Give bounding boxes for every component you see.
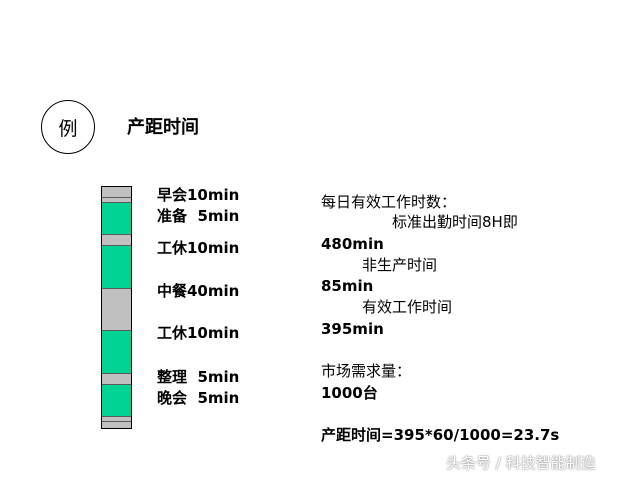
timeline-bar xyxy=(101,186,132,429)
timeline-segment-gray xyxy=(102,235,131,246)
timeline-segment-gray xyxy=(102,416,131,423)
timeline-segment-gray xyxy=(102,374,131,385)
page-title: 产距时间 xyxy=(127,117,199,138)
watermark: 头条号 / 科技智能制造 xyxy=(446,454,596,472)
calc-value-480: 480min xyxy=(321,235,384,253)
label-cleanup: 整理 5min xyxy=(157,368,240,386)
label-break-2: 工休10min xyxy=(157,324,240,342)
timeline-segment-gray xyxy=(102,187,131,198)
calc-heading-market-demand: 市场需求量： xyxy=(321,362,412,380)
calc-standard-attendance: 标准出勤时间8H即 xyxy=(392,213,518,231)
label-morning-meeting: 早会10min xyxy=(157,186,240,204)
example-circle: 例 xyxy=(41,100,95,154)
calc-value-395: 395min xyxy=(321,320,384,338)
timeline-segment-gray xyxy=(102,288,131,332)
timeline-segment-green xyxy=(102,384,131,417)
calc-value-85: 85min xyxy=(321,277,374,295)
calc-nonproduction-time: 非生产时间 xyxy=(362,256,438,274)
calc-effective-work-time: 有效工作时间 xyxy=(362,298,453,316)
timeline-segment-green xyxy=(102,331,131,375)
label-lunch: 中餐40min xyxy=(157,282,240,300)
calc-heading-effective-hours: 每日有效工作时数： xyxy=(321,193,457,211)
calc-takt-time-formula: 产距时间=395*60/1000=23.7s xyxy=(321,426,560,444)
label-break-1: 工休10min xyxy=(157,239,240,257)
timeline-segment-gray xyxy=(102,197,131,204)
example-char: 例 xyxy=(58,117,78,140)
timeline-segment-green xyxy=(102,245,131,289)
label-evening-meeting: 晚会 5min xyxy=(157,389,240,407)
timeline-segment-green xyxy=(102,203,131,236)
timeline-segment-gray xyxy=(102,422,131,428)
calc-value-demand: 1000台 xyxy=(321,384,378,402)
label-preparation: 准备 5min xyxy=(157,207,240,225)
